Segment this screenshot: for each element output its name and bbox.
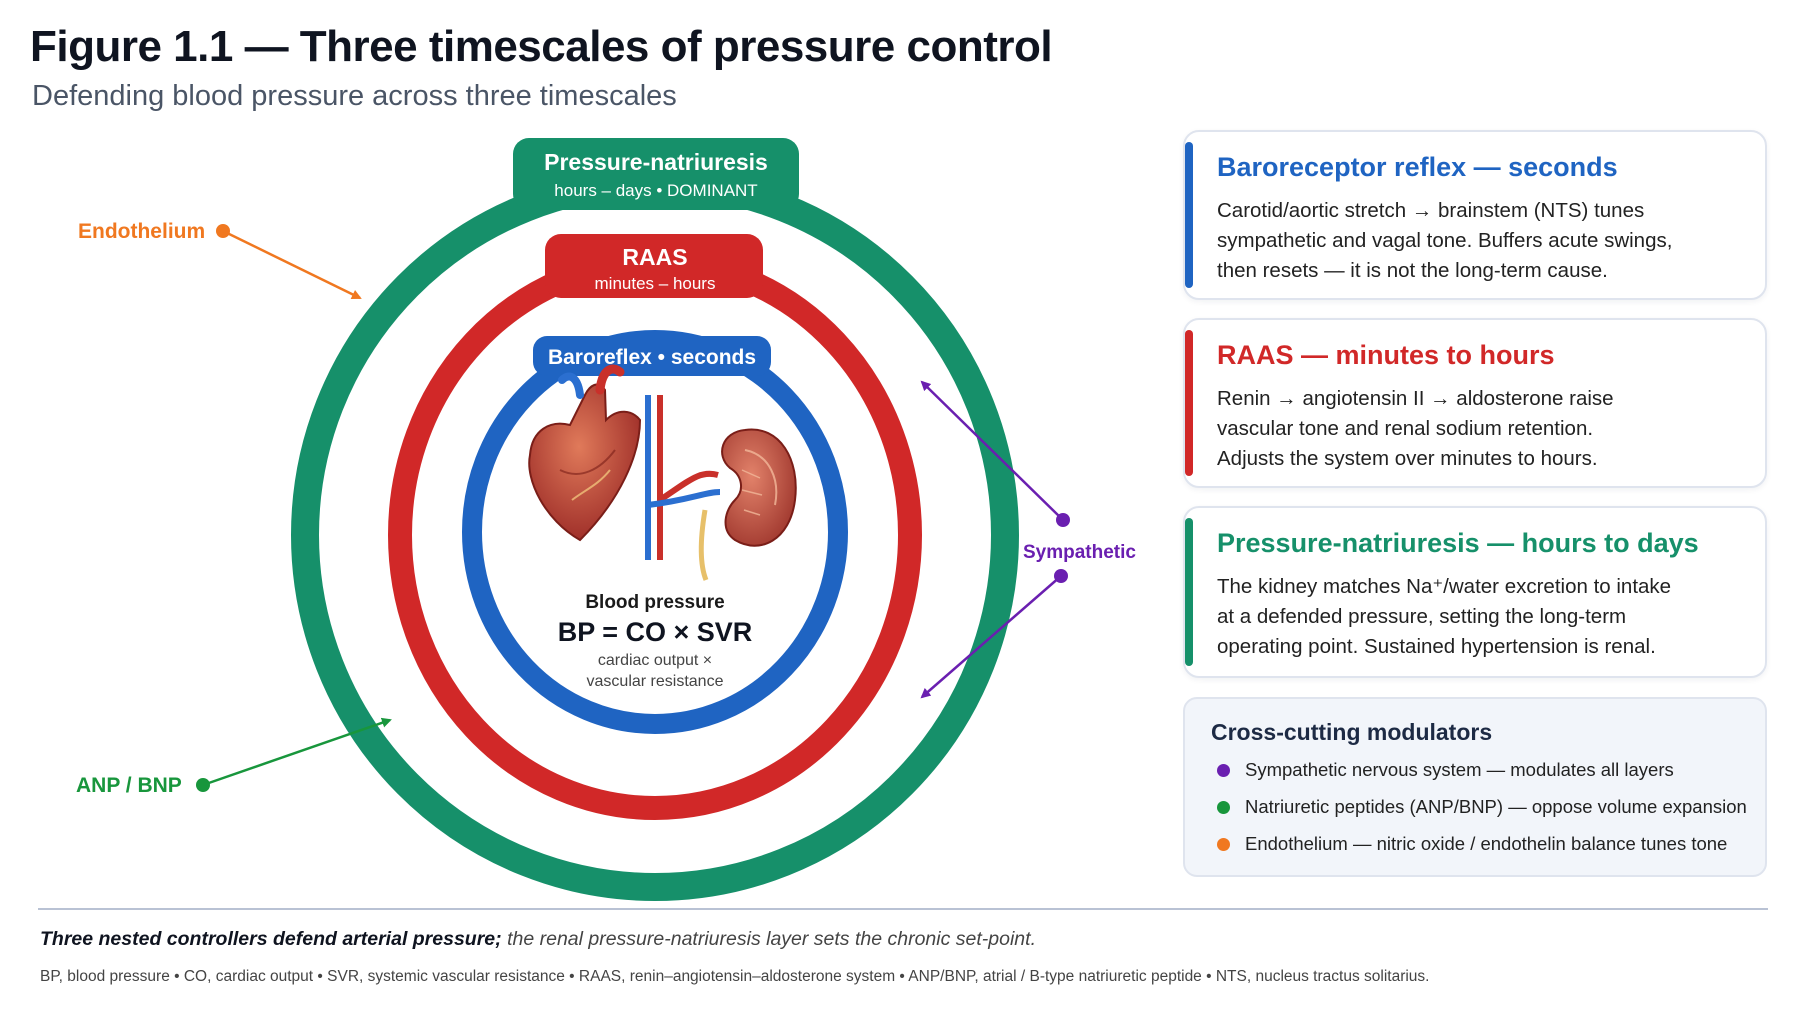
card-title: Pressure-natriuresis — hours to days [1217, 528, 1699, 558]
card-accent-bar [1185, 330, 1193, 476]
card-title: RAAS — minutes to hours [1217, 340, 1555, 370]
divider [38, 908, 1768, 910]
center-heading: Blood pressure [585, 592, 724, 613]
center-note-line2: vascular resistance [587, 673, 724, 690]
card-baroreceptor-reflex: Baroreceptor reflex — seconds Carotid/ao… [1183, 130, 1767, 300]
modulator-list: Sympathetic nervous system — modulates a… [1217, 758, 1747, 869]
figure-subtitle: Defending blood pressure across three ti… [32, 80, 677, 112]
middle-ring-raas: RAAS minutes – hours [388, 234, 922, 820]
outer-ring-subtitle: hours – days • DOMINANT [554, 181, 757, 200]
bullet-dot-icon [1217, 801, 1230, 814]
figure-title: Figure 1.1 — Three timescales of pressur… [30, 22, 1053, 71]
sympathetic-label: Sympathetic [1023, 542, 1136, 563]
list-item: Endothelium — nitric oxide / endothelin … [1217, 832, 1747, 869]
card-accent-bar [1185, 142, 1193, 288]
anp-bnp-label: ANP / BNP [76, 774, 182, 797]
sympathetic-modulator: Sympathetic [920, 380, 1136, 699]
heart-kidney-illustration [528, 364, 797, 581]
outer-ring-pressure-natriuresis: Pressure-natriuresis hours – days • DOMI… [291, 138, 1019, 901]
card-title: Baroreceptor reflex — seconds [1217, 152, 1618, 182]
outer-ring-title: Pressure-natriuresis [544, 149, 768, 175]
card-accent-bar [1185, 518, 1193, 666]
card-raas: RAAS — minutes to hours Renin → angioten… [1183, 318, 1767, 488]
list-item: Sympathetic nervous system — modulates a… [1217, 758, 1747, 795]
card-body: Renin → angiotensin II → aldosterone rai… [1217, 387, 1614, 470]
list-item: Natriuretic peptides (ANP/BNP) — oppose … [1217, 795, 1747, 832]
middle-ring-title: RAAS [622, 244, 687, 270]
inner-ring-title: Baroreflex • seconds [548, 346, 756, 369]
figure-caption: Three nested controllers defend arterial… [40, 928, 1036, 950]
bullet-dot-icon [1217, 764, 1230, 777]
middle-ring-subtitle: minutes – hours [595, 274, 716, 293]
abbreviations-footnote: BP, blood pressure • CO, cardiac output … [40, 968, 1430, 985]
center-equation: BP = CO × SVR [558, 617, 753, 647]
card-body: The kidney matches Na⁺/water excretion t… [1217, 575, 1672, 658]
endothelium-label: Endothelium [78, 220, 205, 243]
bullet-dot-icon [1217, 838, 1230, 851]
endothelium-modulator: Endothelium [78, 220, 362, 300]
anp-bnp-modulator: ANP / BNP [76, 717, 392, 797]
center-note-line1: cardiac output × [598, 652, 712, 669]
card-pressure-natriuresis: Pressure-natriuresis — hours to days The… [1183, 506, 1767, 678]
nested-controllers-diagram: Pressure-natriuresis hours – days • DOMI… [76, 138, 1136, 901]
card-body: Carotid/aortic stretch → brainstem (NTS)… [1217, 199, 1673, 282]
panel-title: Cross-cutting modulators [1211, 719, 1493, 745]
cross-cutting-modulators-panel: Cross-cutting modulators Sympathetic ner… [1183, 697, 1767, 877]
